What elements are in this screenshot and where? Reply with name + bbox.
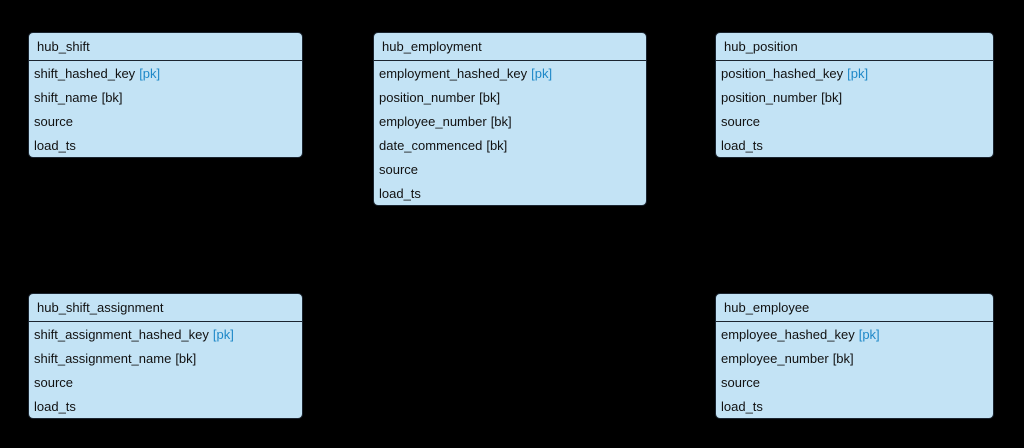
attribute-name: load_ts [721, 137, 763, 153]
attribute-name: source [721, 113, 761, 129]
entity-attribute-row: load_ts [716, 394, 993, 418]
entity-attribute-row: load_ts [29, 394, 302, 418]
entity-attribute-row: employee_number [bk] [374, 109, 646, 133]
attribute-name: source [379, 161, 419, 177]
entity-hub_shift_assignment[interactable]: hub_shift_assignment shift_assignment_ha… [28, 293, 303, 419]
attribute-name: shift_assignment_name [34, 350, 172, 366]
entity-title: hub_employment [374, 33, 646, 61]
entity-attribute-row: position_number [bk] [374, 85, 646, 109]
attribute-key-tag: [pk] [531, 65, 553, 81]
entity-attribute-list: position_hashed_key [pk] position_number… [716, 61, 993, 157]
entity-title: hub_shift [29, 33, 302, 61]
entity-attribute-row: employee_hashed_key [pk] [716, 322, 993, 346]
attribute-key-tag: [bk] [101, 89, 123, 105]
entity-attribute-row: load_ts [716, 133, 993, 157]
attribute-key-tag: [pk] [858, 326, 880, 342]
attribute-key-tag: [bk] [486, 137, 508, 153]
attribute-name: load_ts [721, 398, 763, 414]
entity-hub_position[interactable]: hub_position position_hashed_key [pk] po… [715, 32, 994, 158]
entity-attribute-row: date_commenced [bk] [374, 133, 646, 157]
attribute-key-tag: [bk] [821, 89, 843, 105]
attribute-key-tag: [pk] [139, 65, 161, 81]
entity-attribute-list: employee_hashed_key [pk] employee_number… [716, 322, 993, 418]
entity-attribute-row: source [374, 157, 646, 181]
attribute-name: employment_hashed_key [379, 65, 528, 81]
entity-attribute-row: employment_hashed_key [pk] [374, 61, 646, 85]
attribute-name: source [721, 374, 761, 390]
entity-attribute-list: shift_hashed_key [pk] shift_name [bk] so… [29, 61, 302, 157]
attribute-name: date_commenced [379, 137, 483, 153]
attribute-name: position_hashed_key [721, 65, 844, 81]
attribute-key-tag: [bk] [175, 350, 197, 366]
entity-hub_employment[interactable]: hub_employment employment_hashed_key [pk… [373, 32, 647, 206]
attribute-name: source [34, 113, 74, 129]
attribute-name: load_ts [379, 185, 421, 201]
entity-attribute-row: shift_hashed_key [pk] [29, 61, 302, 85]
attribute-key-tag: [bk] [479, 89, 501, 105]
entity-attribute-row: load_ts [374, 181, 646, 205]
attribute-name: position_number [721, 89, 818, 105]
attribute-key-tag: [pk] [212, 326, 234, 342]
attribute-name: position_number [379, 89, 476, 105]
entity-title: hub_shift_assignment [29, 294, 302, 322]
attribute-name: shift_assignment_hashed_key [34, 326, 209, 342]
attribute-name: shift_name [34, 89, 98, 105]
attribute-name: load_ts [34, 137, 76, 153]
attribute-name: load_ts [34, 398, 76, 414]
attribute-key-tag: [pk] [847, 65, 869, 81]
entity-attribute-row: source [716, 109, 993, 133]
attribute-name: employee_hashed_key [721, 326, 855, 342]
entity-attribute-list: employment_hashed_key [pk] position_numb… [374, 61, 646, 205]
entity-attribute-row: shift_assignment_name [bk] [29, 346, 302, 370]
entity-attribute-row: position_number [bk] [716, 85, 993, 109]
attribute-name: source [34, 374, 74, 390]
entity-attribute-row: source [716, 370, 993, 394]
attribute-name: employee_number [721, 350, 829, 366]
entity-hub_employee[interactable]: hub_employee employee_hashed_key [pk] em… [715, 293, 994, 419]
entity-attribute-list: shift_assignment_hashed_key [pk] shift_a… [29, 322, 302, 418]
entity-attribute-row: position_hashed_key [pk] [716, 61, 993, 85]
attribute-name: employee_number [379, 113, 487, 129]
entity-title: hub_position [716, 33, 993, 61]
attribute-key-tag: [bk] [832, 350, 854, 366]
entity-attribute-row: source [29, 370, 302, 394]
entity-attribute-row: source [29, 109, 302, 133]
entity-attribute-row: shift_name [bk] [29, 85, 302, 109]
entity-attribute-row: employee_number [bk] [716, 346, 993, 370]
entity-attribute-row: shift_assignment_hashed_key [pk] [29, 322, 302, 346]
entity-title: hub_employee [716, 294, 993, 322]
attribute-name: shift_hashed_key [34, 65, 136, 81]
entity-hub_shift[interactable]: hub_shift shift_hashed_key [pk] shift_na… [28, 32, 303, 158]
entity-attribute-row: load_ts [29, 133, 302, 157]
attribute-key-tag: [bk] [490, 113, 512, 129]
